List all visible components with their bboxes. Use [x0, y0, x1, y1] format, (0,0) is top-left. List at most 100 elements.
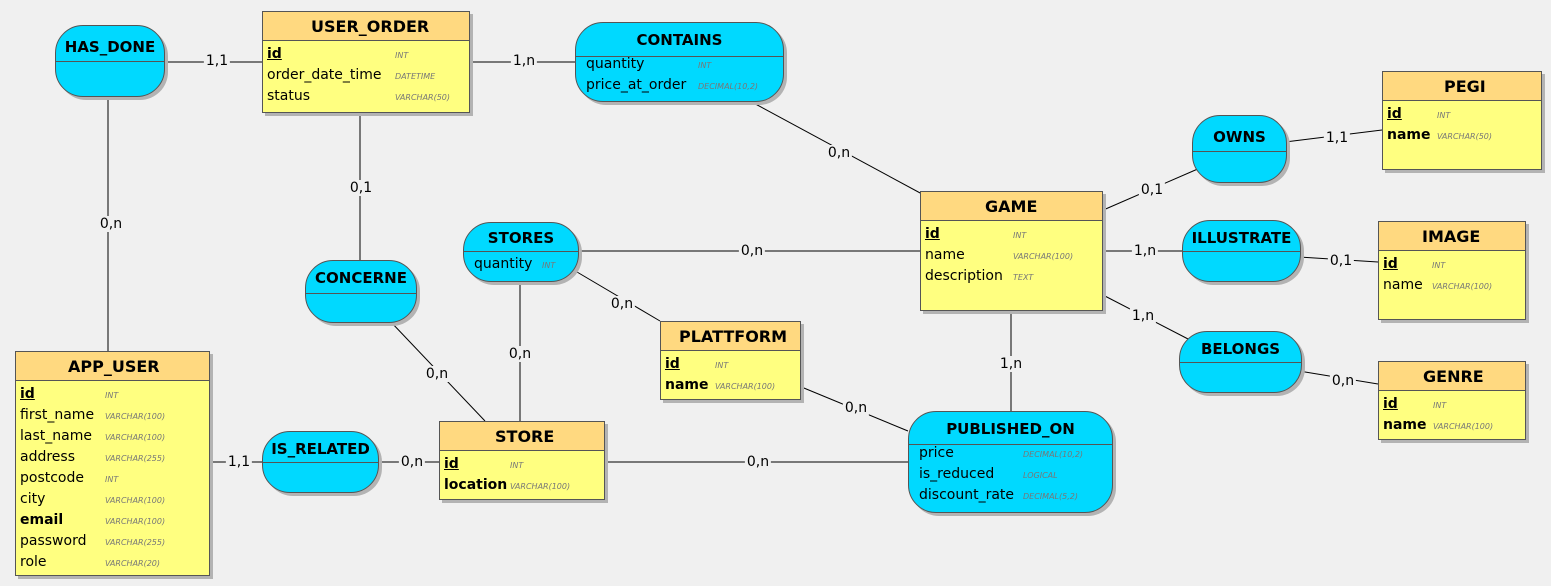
entity-name: PLATTFORM	[679, 327, 788, 346]
cardinality-label: 0,n	[1329, 373, 1357, 389]
attribute-name: postcode	[20, 470, 84, 486]
attribute-type: VARCHAR(100)	[1433, 422, 1494, 431]
entity-name: GENRE	[1423, 367, 1484, 386]
association-has-done[interactable]: HAS_DONE	[55, 25, 165, 97]
card-header	[464, 223, 578, 252]
cardinality-label: 0,1	[347, 180, 375, 196]
association-name: BELONGS	[1200, 340, 1281, 358]
attribute-type: VARCHAR(255)	[105, 538, 166, 547]
entity-genre[interactable]: GENRE id INT name VARCHAR(100)	[1378, 361, 1526, 440]
attribute-type: VARCHAR(100)	[715, 382, 776, 391]
card-header	[263, 12, 469, 41]
attribute-name: id	[665, 356, 680, 372]
attribute-type: DATETIME	[395, 72, 436, 81]
cardinality-label: 1,1	[203, 53, 231, 69]
card-header	[1383, 72, 1541, 101]
association-contains[interactable]: CONTAINS quantity INT price_at_order DECIMAL…	[575, 22, 784, 102]
attribute-type: DECIMAL(5,2)	[1023, 492, 1078, 501]
association-name: IS_RELATED	[271, 440, 370, 458]
attribute-name: price	[919, 445, 954, 461]
attribute-name: email	[20, 512, 64, 528]
association-owns[interactable]: OWNS	[1192, 115, 1287, 183]
association-stores[interactable]: STORES quantity INT	[463, 222, 579, 282]
card-header	[921, 192, 1102, 221]
attribute-name: description	[925, 268, 1003, 284]
attribute-name: role	[20, 554, 47, 570]
association-belongs[interactable]: BELONGS	[1179, 331, 1302, 393]
card-header	[1193, 116, 1286, 152]
association-is-related[interactable]: IS_RELATED	[262, 431, 379, 493]
attribute-name: password	[20, 533, 87, 549]
card-header	[1379, 362, 1525, 391]
cardinality-label: 0,1	[1327, 253, 1355, 269]
attribute-type: VARCHAR(100)	[105, 496, 166, 505]
card-header	[909, 412, 1112, 445]
attribute-name: discount_rate	[919, 487, 1015, 503]
attribute-type: DECIMAL(10,2)	[1023, 450, 1084, 459]
attribute-type: INT	[1433, 401, 1447, 410]
attribute-type: VARCHAR(100)	[1432, 282, 1493, 291]
attribute-type: INT	[105, 391, 119, 400]
attribute-type: VARCHAR(50)	[395, 93, 451, 102]
card-header	[661, 322, 800, 351]
attribute-type: INT	[1013, 231, 1027, 240]
attribute-type: INT	[105, 475, 119, 484]
attribute-type: VARCHAR(100)	[105, 517, 166, 526]
attribute-type: VARCHAR(100)	[510, 482, 571, 491]
attribute-name: quantity	[586, 56, 645, 72]
attribute-type: INT	[1432, 261, 1446, 270]
card-header	[56, 26, 164, 62]
attribute-type: VARCHAR(50)	[1437, 132, 1493, 141]
association-concerne[interactable]: CONCERNE	[305, 260, 417, 323]
attribute-type: VARCHAR(100)	[105, 412, 166, 421]
entity-name: PEGI	[1444, 77, 1486, 96]
cardinality-label: 0,n	[97, 216, 125, 232]
attribute-type: INT	[542, 261, 556, 270]
card-header	[16, 352, 209, 381]
attribute-type: VARCHAR(20)	[105, 559, 161, 568]
association-illustrate[interactable]: ILLUSTRATE	[1182, 220, 1301, 282]
entity-name: GAME	[985, 197, 1038, 216]
entity-name: IMAGE	[1422, 227, 1481, 246]
attribute-name: order_date_time	[267, 67, 382, 83]
association-name: CONTAINS	[636, 31, 723, 49]
attribute-type: DECIMAL(10,2)	[698, 82, 759, 91]
cardinality-label: 1,n	[997, 356, 1025, 372]
association-name: ILLUSTRATE	[1191, 229, 1292, 247]
cardinality-label: 0,n	[825, 145, 853, 161]
attribute-name: id	[1383, 256, 1398, 272]
attribute-type: INT	[510, 461, 524, 470]
cardinality-label: 0,n	[738, 243, 766, 259]
attribute-name: first_name	[20, 407, 95, 423]
cardinality-label: 1,n	[1131, 243, 1159, 259]
attribute-name: price_at_order	[586, 77, 687, 93]
attribute-name: id	[20, 386, 35, 402]
attribute-name: city	[20, 491, 46, 507]
attribute-name: name	[1383, 417, 1427, 433]
attribute-type: INT	[698, 61, 712, 70]
cardinality-label: 0,n	[842, 400, 870, 416]
attribute-type: INT	[715, 361, 729, 370]
card-header	[306, 261, 416, 294]
attribute-type: INT	[1437, 111, 1451, 120]
card-header	[263, 432, 378, 463]
card-header	[576, 23, 783, 57]
attribute-name: last_name	[20, 428, 92, 444]
cardinality-label: 1,n	[510, 53, 538, 69]
association-name: STORES	[487, 229, 555, 247]
attribute-type: LOGICAL	[1023, 471, 1058, 480]
entity-image[interactable]: IMAGE id INT name VARCHAR(100)	[1378, 221, 1526, 320]
attribute-type: VARCHAR(100)	[105, 433, 166, 442]
attribute-name: quantity	[474, 256, 533, 272]
cardinality-label: 0,n	[398, 454, 426, 470]
attribute-type: VARCHAR(100)	[1013, 252, 1074, 261]
attribute-name: name	[1383, 277, 1423, 293]
attribute-name: id	[1383, 396, 1398, 412]
